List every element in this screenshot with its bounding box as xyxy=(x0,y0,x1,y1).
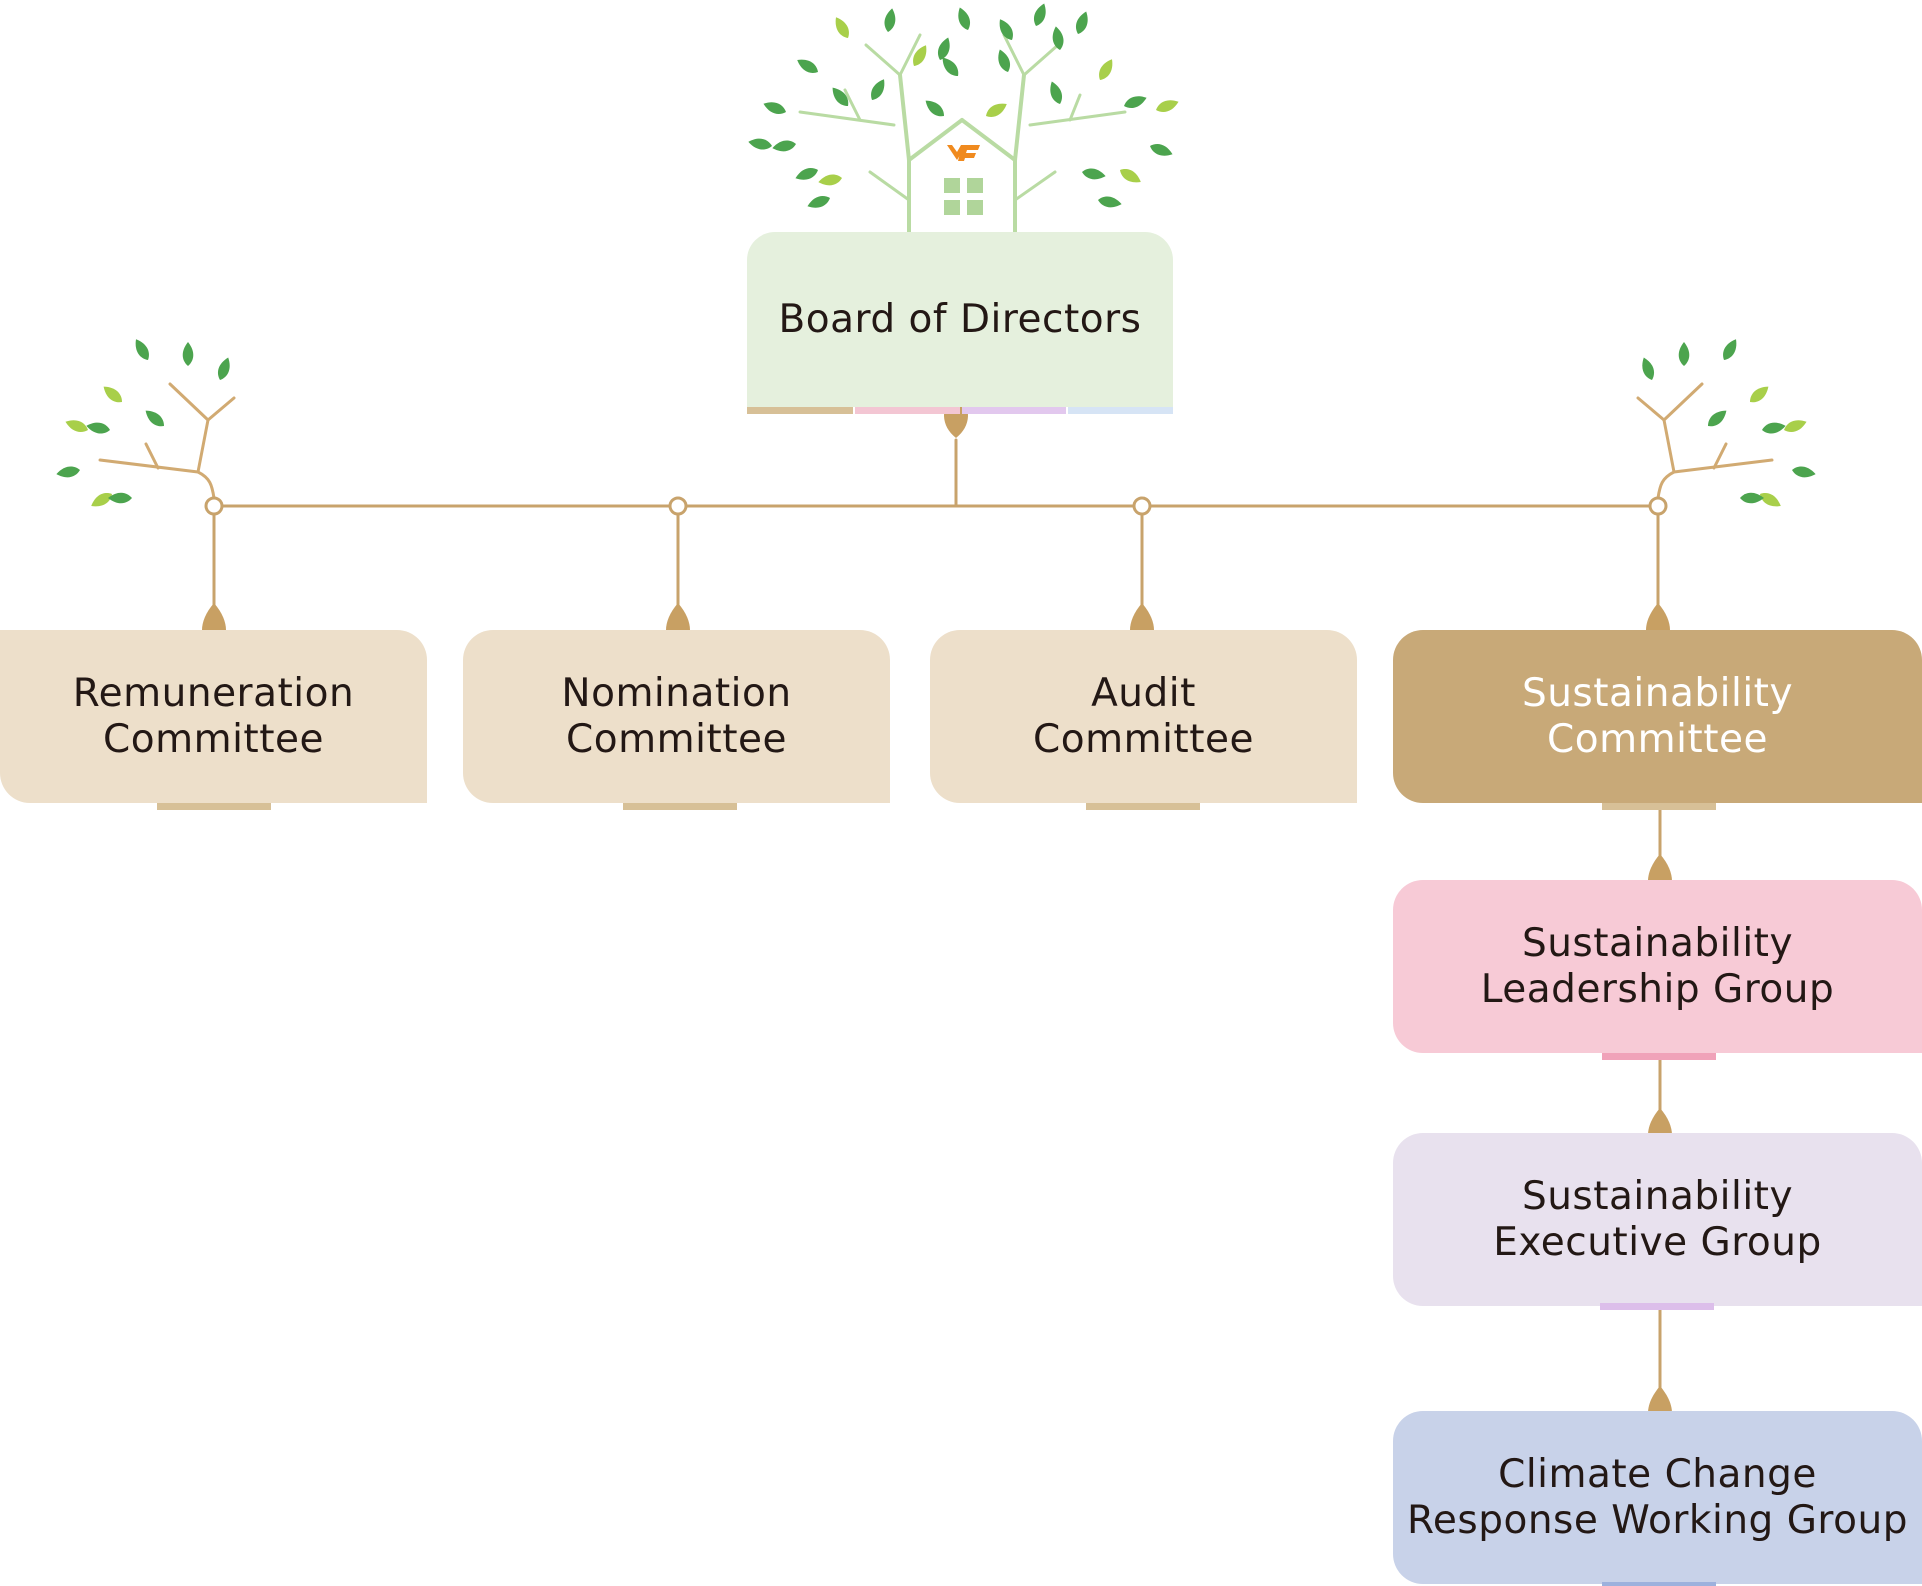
sustainability-executive-group-box: Sustainability Executive Group xyxy=(1393,1133,1922,1306)
leaf-icon xyxy=(65,420,88,433)
leaf-icon xyxy=(795,167,818,180)
remuneration-committee-box: Remuneration Committee xyxy=(0,630,427,803)
leaf-icon xyxy=(1124,96,1147,109)
sustainability-leadership-group-box: Sustainability Leadership Group xyxy=(1393,880,1922,1053)
leaf-icon xyxy=(986,103,1007,117)
leaf-icon xyxy=(1099,59,1113,80)
window-pane xyxy=(944,178,960,193)
leaf-icon xyxy=(1050,81,1063,104)
leaf-icon xyxy=(1678,342,1690,366)
leaf-icon xyxy=(1792,466,1816,478)
leaf-icon xyxy=(913,45,927,66)
branch-sprig-icon xyxy=(56,339,236,507)
leaf-icon xyxy=(835,17,849,38)
board-of-directors-label: Board of Directors xyxy=(778,296,1142,342)
leaf-icon xyxy=(1098,196,1122,208)
leaf-icon xyxy=(748,138,772,150)
tree-house-icon xyxy=(748,3,1179,234)
audit-tab xyxy=(1086,803,1200,810)
sustainability-tab xyxy=(1602,803,1716,810)
leaf-icon xyxy=(1052,26,1064,50)
leaf-icon xyxy=(998,49,1011,72)
sustainability-committee-box: Sustainability Committee xyxy=(1393,630,1922,803)
leaf-icon xyxy=(763,102,786,115)
window-pane xyxy=(967,178,983,193)
audit-committee-label: Audit Committee xyxy=(1033,670,1254,762)
leaf-icon xyxy=(942,57,959,77)
board-of-directors-box: Board of Directors xyxy=(747,232,1173,407)
leaf-icon xyxy=(772,140,796,152)
sustainability-executive-group-label: Sustainability Executive Group xyxy=(1493,1173,1822,1265)
climate-change-working-group-box: Climate Change Response Working Group xyxy=(1393,1411,1922,1584)
leaf-icon xyxy=(818,174,842,186)
branch-sprig-icon xyxy=(1636,339,1816,507)
junction-3 xyxy=(1132,496,1152,516)
leaf-icon xyxy=(1150,143,1173,156)
leaf-icon xyxy=(884,8,896,32)
leaf-icon xyxy=(1762,422,1786,434)
leaf-icon xyxy=(145,410,165,427)
leaf-icon xyxy=(832,87,849,107)
leaf-icon xyxy=(108,492,132,504)
nomination-committee-box: Nomination Committee xyxy=(463,630,890,803)
board-tab-1 xyxy=(747,407,853,414)
leaf-icon xyxy=(999,19,1013,40)
leaf-icon xyxy=(91,493,112,507)
leaf-icon xyxy=(1033,3,1046,26)
junction-2 xyxy=(668,496,688,516)
leaf-icon xyxy=(1075,11,1088,34)
nomination-committee-label: Nomination Committee xyxy=(561,670,792,762)
remuneration-committee-label: Remuneration Committee xyxy=(72,670,355,762)
leaf-icon xyxy=(1784,420,1807,433)
leaf-icon xyxy=(1120,169,1141,183)
leaf-icon xyxy=(797,59,818,73)
window-pane xyxy=(944,200,960,215)
leaf-icon xyxy=(1082,168,1106,180)
junction-4 xyxy=(1648,496,1668,516)
board-tab-3 xyxy=(962,407,1066,414)
leaf-icon xyxy=(1707,410,1727,427)
leaf-icon xyxy=(1642,357,1655,380)
leaf-icon xyxy=(807,195,830,208)
remuneration-tab xyxy=(157,803,271,810)
leaf-icon xyxy=(1760,493,1781,507)
climate-change-working-group-label: Climate Change Response Working Group xyxy=(1407,1451,1908,1543)
leaf-icon xyxy=(135,339,149,360)
climate-tab xyxy=(1602,1582,1716,1586)
window-pane xyxy=(967,200,983,215)
leaf-icon xyxy=(86,422,110,434)
decorations xyxy=(56,3,1816,507)
sustainability-committee-label: Sustainability Committee xyxy=(1521,670,1794,762)
leadership-tab xyxy=(1602,1053,1716,1060)
leaf-icon xyxy=(925,100,945,117)
audit-committee-box: Audit Committee xyxy=(930,630,1357,803)
leaf-icon xyxy=(1723,339,1737,360)
nomination-tab xyxy=(623,803,737,810)
executive-tab xyxy=(1600,1303,1714,1310)
leaf-icon xyxy=(1740,492,1764,504)
board-tab-2 xyxy=(855,407,960,414)
logo-icon xyxy=(958,145,980,161)
sustainability-leadership-group-label: Sustainability Leadership Group xyxy=(1480,920,1835,1012)
leaf-icon xyxy=(182,342,194,366)
leaf-icon xyxy=(958,7,971,30)
leaf-icon xyxy=(937,37,950,60)
leaf-icon xyxy=(1156,100,1179,113)
leaf-icon xyxy=(871,79,885,100)
board-tab-4 xyxy=(1068,407,1173,414)
leaf-icon xyxy=(217,357,230,380)
leaf-icon xyxy=(103,386,123,403)
junction-1 xyxy=(204,496,224,516)
leaf-icon xyxy=(56,466,80,478)
leaf-icon xyxy=(1749,386,1769,403)
